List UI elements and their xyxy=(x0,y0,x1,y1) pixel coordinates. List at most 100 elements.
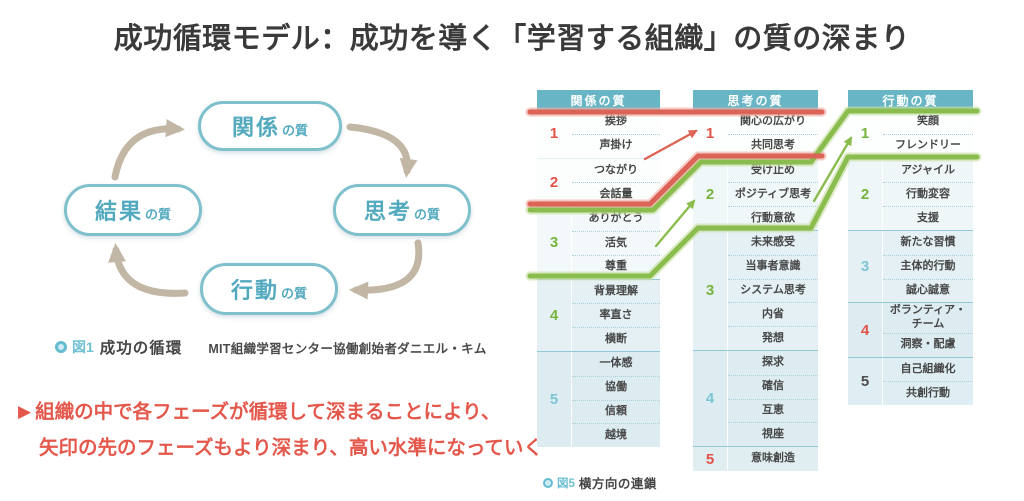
arrow-action-to-results xyxy=(108,243,189,297)
table-header: 行動の質 xyxy=(848,90,973,110)
quality-item: 確信 xyxy=(728,374,818,399)
arrow-thinking-to-action xyxy=(349,239,423,300)
quality-item: 関心の広がり xyxy=(740,115,806,128)
quality-item: 挨拶 xyxy=(605,115,627,128)
level-row: 2 つながり会話量 xyxy=(537,157,660,207)
level-number: 2 xyxy=(549,173,559,191)
figure-bullet-icon xyxy=(55,341,67,353)
level-items: 新たな習慣主体的行動誠心誠意 xyxy=(882,230,973,303)
quality-item: 背景理解 xyxy=(594,284,638,297)
cycle-node-thinking: 思考の質 xyxy=(333,184,471,236)
level-row: 1 関心の広がり共同思考 xyxy=(693,110,818,158)
quality-item: 誠心誠意 xyxy=(883,278,973,303)
node-label: 行動 xyxy=(230,278,279,303)
level-number: 5 xyxy=(549,391,559,409)
level-items: 一体感協働信頼越境 xyxy=(571,351,660,448)
level-items: 自己組織化共創行動 xyxy=(882,357,973,406)
level-number: 3 xyxy=(705,281,715,299)
quality-item: 尊重 xyxy=(572,254,660,279)
level-row: 1 挨拶声掛け xyxy=(537,110,660,158)
arrow-relations-to-thinking xyxy=(346,123,418,178)
node-label: 関係 xyxy=(231,115,280,140)
quality-item: 自己組織化 xyxy=(900,362,956,375)
quality-item: フレンドリー xyxy=(883,133,973,158)
note-line-1-text: 組織の中で各フェーズが循環して深まることにより、 xyxy=(35,401,501,423)
page-title: 成功循環モデル：成功を導く「学習する組織」の質の深まり xyxy=(113,23,911,55)
figure-number: 図1 xyxy=(72,339,94,355)
quality-item: 協働 xyxy=(572,375,660,400)
green-link-arrow xyxy=(812,136,853,203)
quality-item: 支援 xyxy=(883,206,973,230)
quality-item: アジャイル xyxy=(900,163,955,176)
arrow-results-to-relations xyxy=(111,119,185,181)
quality-item: 互恵 xyxy=(728,398,818,423)
quality-item: 主体的行動 xyxy=(883,254,973,279)
quality-item: 当事者意識 xyxy=(728,254,818,279)
level-row: 5 一体感協働信頼越境 xyxy=(537,350,660,448)
level-items: ありがとう活気尊重 xyxy=(571,207,660,279)
note-text: ▶ 組織の中で各フェーズが循環して深まることにより、 矢印の先のフェーズもより深… xyxy=(18,394,543,466)
quality-item: 共創行動 xyxy=(883,381,973,405)
quality-item: 探求 xyxy=(762,355,784,368)
quality-item: つながり xyxy=(594,163,638,176)
level-number: 5 xyxy=(860,372,870,390)
success-cycle-diagram: 関係の質 思考の質 行動の質 結果の質 xyxy=(30,85,510,355)
quality-item: 会話量 xyxy=(572,182,660,206)
quality-item: 笑顔 xyxy=(917,115,939,128)
level-number: 1 xyxy=(860,125,870,143)
node-label: 結果 xyxy=(94,199,143,224)
figure-bullet-icon xyxy=(543,477,553,488)
quality-item: 横断 xyxy=(572,327,660,351)
level-items: 挨拶声掛け xyxy=(571,110,660,158)
node-suffix: の質 xyxy=(282,123,309,138)
quality-item: ボランティア・チーム xyxy=(889,304,967,331)
cycle-node-relations: 関係の質 xyxy=(198,101,342,151)
note-line-2: 矢印の先のフェーズもより深まり、高い水準になっていく xyxy=(39,437,543,459)
level-row: 5 意味創造 xyxy=(693,446,818,471)
figure-number: 図5 xyxy=(557,477,575,490)
level-number: 1 xyxy=(549,125,559,143)
quality-item: 受け止め xyxy=(751,163,795,176)
quality-item: ありがとう xyxy=(588,212,644,225)
node-suffix: の質 xyxy=(145,207,172,222)
level-number: 4 xyxy=(549,306,559,324)
table-header: 思考の質 xyxy=(693,90,818,110)
quality-item: 内省 xyxy=(728,302,818,326)
level-items: 関心の広がり共同思考 xyxy=(727,110,818,158)
quality-item: 新たな習慣 xyxy=(900,236,956,248)
quality-item: 行動意欲 xyxy=(728,206,818,230)
quality-item: 洞察・配慮 xyxy=(883,332,973,357)
level-row: 3 未来感受当事者意識システム思考内省発想 xyxy=(693,229,818,350)
quality-table-2: 思考の質 1 関心の広がり共同思考 2 受け止めポジティブ思考行動意欲 3 未来感受当事者意… xyxy=(693,90,818,471)
level-items: ボランティア・チーム洞察・配慮 xyxy=(882,303,973,357)
table-header: 関係の質 xyxy=(537,90,660,110)
level-number: 5 xyxy=(705,450,715,468)
level-items: 受け止めポジティブ思考行動意欲 xyxy=(727,158,818,230)
level-items: 背景理解率直さ横断 xyxy=(571,279,660,351)
quality-item: 信頼 xyxy=(572,399,660,424)
quality-item: 発想 xyxy=(728,326,818,350)
figure5-caption: 図5 横方向の連鎖 xyxy=(543,473,657,492)
figure-title: 成功の循環 xyxy=(99,340,183,357)
level-number: 1 xyxy=(705,125,715,143)
level-number: 2 xyxy=(705,185,715,203)
cycle-node-action: 行動の質 xyxy=(200,263,338,315)
note-line-1: ▶ 組織の中で各フェーズが循環して深まることにより、 xyxy=(18,394,543,430)
level-items: つながり会話量 xyxy=(571,158,660,207)
quality-item: 活気 xyxy=(572,230,660,255)
level-items: 未来感受当事者意識システム思考内省発想 xyxy=(727,230,818,350)
level-items: アジャイル行動変容支援 xyxy=(882,158,973,230)
level-items: 意味創造 xyxy=(727,447,818,471)
quality-item: 共同思考 xyxy=(728,133,818,158)
level-row: 1 笑顔フレンドリー xyxy=(848,110,973,158)
cycle-node-results: 結果の質 xyxy=(64,184,202,236)
node-suffix: の質 xyxy=(414,207,441,222)
quality-item: 行動変容 xyxy=(883,182,973,206)
figure-label: 横方向の連鎖 xyxy=(578,477,657,491)
